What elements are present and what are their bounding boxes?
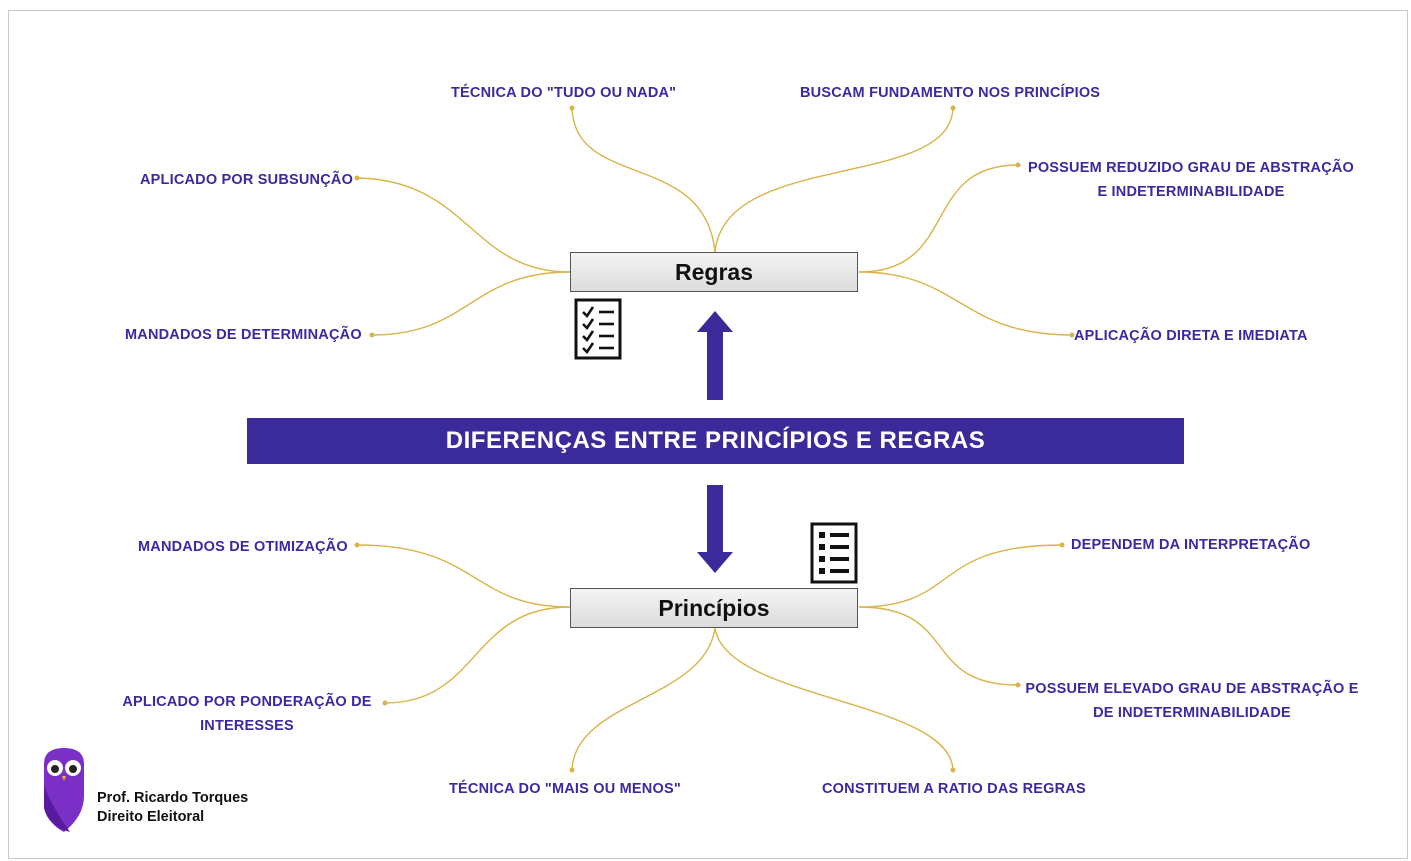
link-subsuncao xyxy=(356,177,571,273)
node-aplicacao-direta: Aplicação direta e imediata xyxy=(1074,328,1308,344)
bullet-list-icon xyxy=(810,522,858,584)
node-elevado: Possuem elevado grau de abstração e de i… xyxy=(1022,677,1362,725)
checklist-icon xyxy=(574,298,622,360)
link-tudo-ou-nada xyxy=(571,107,716,253)
node-elevado-line-1: Possuem elevado grau de abstração e xyxy=(1025,681,1359,697)
node-reduzido-line-1: Possuem reduzido grau de abstração xyxy=(1027,160,1355,176)
arrow-up-icon xyxy=(697,311,733,400)
arrow-down-icon xyxy=(697,485,733,573)
node-ponderacao-line-2: interesses xyxy=(200,718,294,734)
node-elevado-line-2: de indeterminabilidade xyxy=(1093,705,1291,721)
principios-box: Princípios xyxy=(570,588,858,628)
node-tudo-ou-nada: Técnica do "tudo ou nada" xyxy=(451,85,677,101)
link-reduzido xyxy=(858,164,1019,273)
node-ratio: Constituem a ratio das regras xyxy=(822,781,1086,797)
owl-logo-icon xyxy=(44,748,84,832)
link-aplicacao-direta xyxy=(858,271,1073,336)
link-ratio xyxy=(714,627,954,771)
node-reduzido: Possuem reduzido grau de abstração e ind… xyxy=(1025,156,1357,204)
node-reduzido-line-2: e indeterminabilidade xyxy=(1097,184,1285,200)
node-mais-ou-menos: Técnica do "mais ou menos" xyxy=(449,781,681,797)
link-otimizacao xyxy=(356,544,571,608)
link-fundamento xyxy=(714,107,954,253)
author-name: Prof. Ricardo Torques xyxy=(97,790,249,806)
link-interpretacao xyxy=(858,544,1063,608)
link-determinacao xyxy=(371,271,571,336)
node-otimizacao: Mandados de otimização xyxy=(138,539,348,555)
author-subject: Direito Eleitoral xyxy=(97,809,205,825)
link-elevado xyxy=(858,606,1019,686)
node-determinacao: Mandados de determinação xyxy=(125,327,362,343)
author-credit: Prof. Ricardo Torques Direito Eleitoral xyxy=(97,789,248,827)
node-ponderacao: Aplicado por ponderação de interesses xyxy=(112,690,382,738)
node-fundamento: Buscam fundamento nos princípios xyxy=(800,85,1101,101)
regras-box: Regras xyxy=(570,252,858,292)
link-ponderacao xyxy=(384,606,571,704)
center-title-banner: Diferenças entre princípios e regras xyxy=(247,418,1184,464)
node-interpretacao: Dependem da interpretação xyxy=(1071,537,1311,553)
node-subsuncao: Aplicado por subsunção xyxy=(140,172,354,188)
link-mais-ou-menos xyxy=(571,627,716,771)
node-ponderacao-line-1: Aplicado por ponderação de xyxy=(122,694,372,710)
